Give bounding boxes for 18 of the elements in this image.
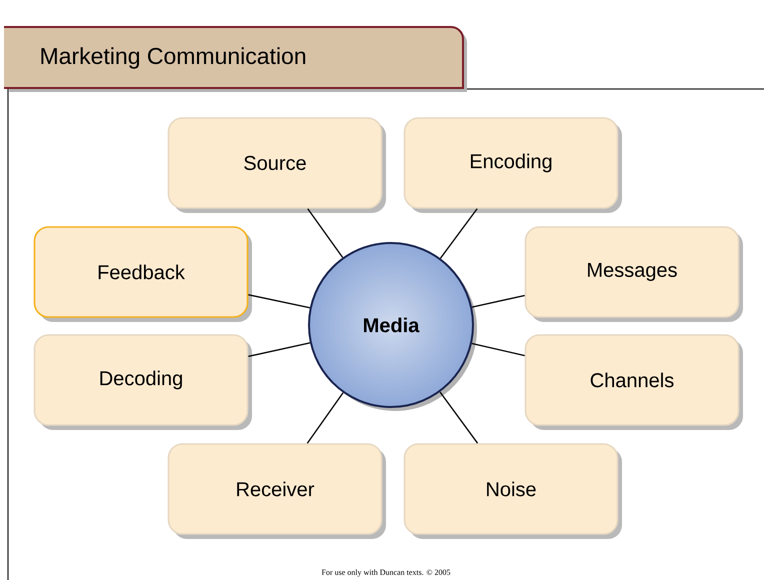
connector-line — [472, 294, 525, 308]
connector-line — [440, 208, 478, 259]
process-box: Source — [168, 117, 386, 213]
connector-line — [248, 294, 310, 308]
process-box: Noise — [404, 443, 622, 539]
highlighted-box: Feedback — [34, 226, 252, 322]
process-box: Decoding — [34, 334, 252, 430]
connector-line — [248, 342, 310, 358]
process-box: Messages — [524, 226, 743, 322]
process-box: Receiver — [168, 443, 386, 539]
connector-line — [472, 342, 525, 356]
connector-line — [440, 392, 478, 444]
connector-line — [307, 208, 344, 258]
process-box: Encoding — [404, 117, 622, 213]
footer-note: For use only with Duncan texts. © 2005 — [322, 569, 450, 577]
title-banner: Marketing Communication — [3, 26, 467, 92]
process-box: Channels — [524, 334, 743, 430]
connector-line — [306, 392, 344, 444]
